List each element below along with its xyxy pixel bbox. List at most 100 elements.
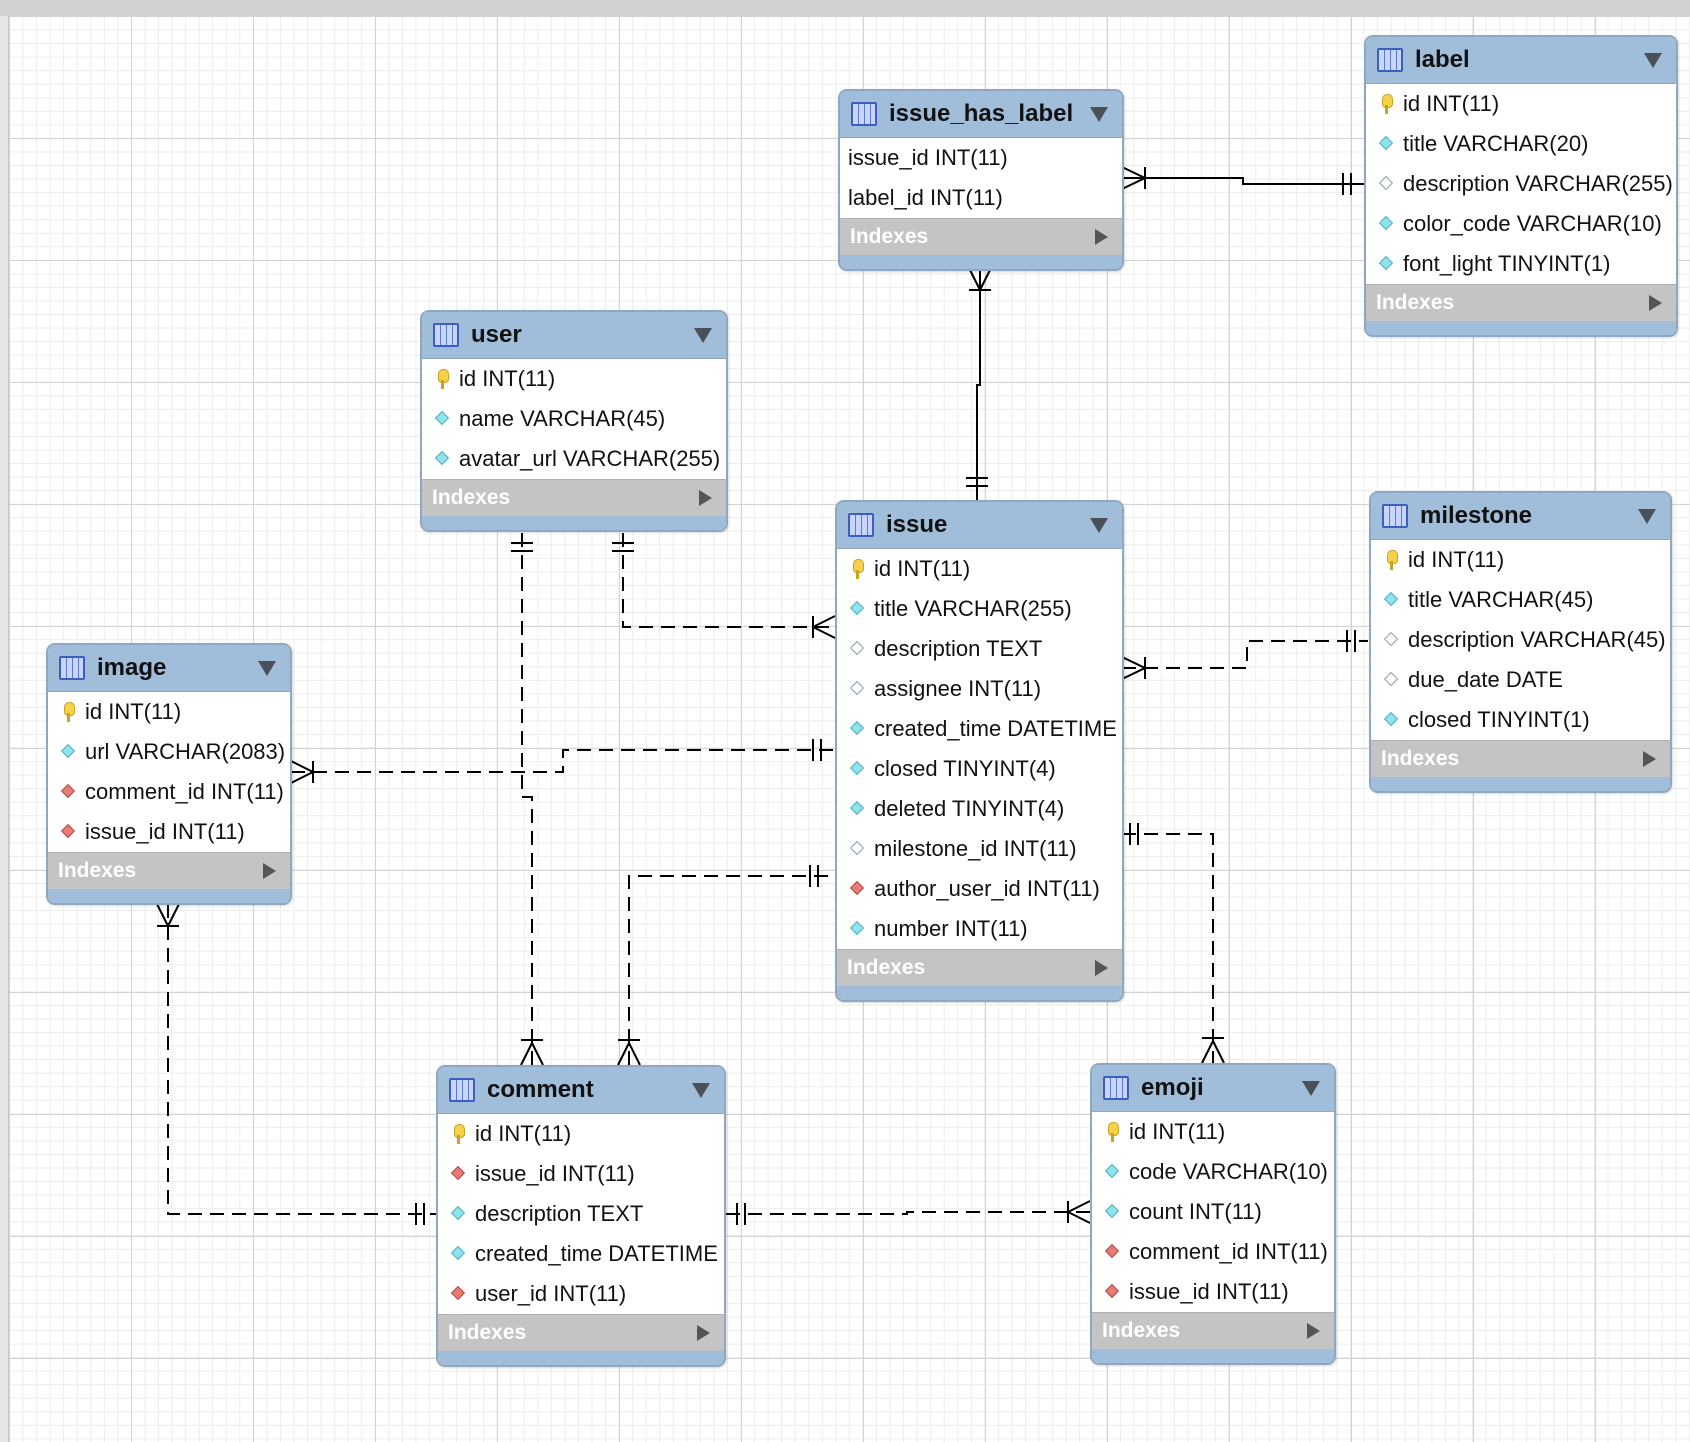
rel-image-comment[interactable] — [156, 903, 437, 1225]
indexes-section[interactable]: Indexes — [422, 479, 726, 516]
table-header[interactable]: issue_has_label — [840, 91, 1122, 138]
column-row[interactable]: closed TINYINT(4) — [837, 749, 1122, 789]
column-row[interactable]: user_id INT(11) — [438, 1274, 724, 1314]
column-row[interactable]: description VARCHAR(45) — [1371, 620, 1670, 660]
rel-image-issue[interactable] — [290, 739, 835, 784]
column-row[interactable]: title VARCHAR(45) — [1371, 580, 1670, 620]
column-icon — [850, 802, 864, 816]
column-row[interactable]: id INT(11) — [48, 692, 290, 732]
expand-arrow-icon[interactable] — [1643, 751, 1656, 767]
column-row[interactable]: name VARCHAR(45) — [422, 399, 726, 439]
table-header[interactable]: user — [422, 312, 726, 359]
column-row[interactable]: description TEXT — [837, 629, 1122, 669]
indexes-section[interactable]: Indexes — [438, 1314, 724, 1351]
table-header[interactable]: milestone — [1371, 493, 1670, 540]
column-row[interactable]: number INT(11) — [837, 909, 1122, 949]
column-row[interactable]: issue_id INT(11) — [840, 138, 1122, 178]
table-menu-toggle-icon[interactable] — [1090, 518, 1108, 533]
indexes-section[interactable]: Indexes — [48, 852, 290, 889]
column-label: deleted TINYINT(4) — [874, 796, 1065, 821]
column-row[interactable]: title VARCHAR(20) — [1366, 124, 1676, 164]
indexes-section[interactable]: Indexes — [837, 949, 1122, 986]
column-label: comment_id INT(11) — [85, 779, 284, 804]
table-menu-toggle-icon[interactable] — [1090, 107, 1108, 122]
expand-arrow-icon[interactable] — [1095, 960, 1108, 976]
column-row[interactable]: id INT(11) — [1366, 84, 1676, 124]
rel-emoji-issue[interactable] — [1122, 823, 1225, 1064]
indexes-section[interactable]: Indexes — [1366, 284, 1676, 321]
table-footer — [1092, 1349, 1334, 1363]
column-row[interactable]: description VARCHAR(255) — [1366, 164, 1676, 204]
expand-arrow-icon[interactable] — [263, 863, 276, 879]
table-menu-toggle-icon[interactable] — [694, 328, 712, 343]
column-row[interactable]: avatar_url VARCHAR(255) — [422, 439, 726, 479]
column-row[interactable]: font_light TINYINT(1) — [1366, 244, 1676, 284]
column-row[interactable]: count INT(11) — [1092, 1192, 1334, 1232]
indexes-section[interactable]: Indexes — [1371, 740, 1670, 777]
table-label[interactable]: label id INT(11)title VARCHAR(20)descrip… — [1364, 35, 1678, 337]
table-header[interactable]: image — [48, 645, 290, 692]
table-comment[interactable]: comment id INT(11)issue_id INT(11)descri… — [436, 1065, 726, 1367]
table-issue_has_label[interactable]: issue_has_label issue_id INT(11)label_id… — [838, 89, 1124, 271]
table-emoji[interactable]: emoji id INT(11)code VARCHAR(10)count IN… — [1090, 1063, 1336, 1365]
column-row[interactable]: label_id INT(11) — [840, 178, 1122, 218]
table-issue[interactable]: issue id INT(11)title VARCHAR(255)descri… — [835, 500, 1124, 1002]
expand-arrow-icon[interactable] — [697, 1325, 710, 1341]
table-icon — [1382, 504, 1408, 528]
column-row[interactable]: url VARCHAR(2083) — [48, 732, 290, 772]
column-row[interactable]: author_user_id INT(11) — [837, 869, 1122, 909]
table-menu-toggle-icon[interactable] — [1644, 53, 1662, 68]
column-row[interactable]: comment_id INT(11) — [48, 772, 290, 812]
column-row[interactable]: due_date DATE — [1371, 660, 1670, 700]
rel-issue_has_label-label[interactable] — [1121, 166, 1366, 195]
rel-issue_has_label-issue[interactable] — [966, 267, 992, 500]
column-row[interactable]: id INT(11) — [422, 359, 726, 399]
column-row[interactable]: issue_id INT(11) — [1092, 1272, 1334, 1312]
column-row[interactable]: deleted TINYINT(4) — [837, 789, 1122, 829]
column-row[interactable]: color_code VARCHAR(10) — [1366, 204, 1676, 244]
column-label: name VARCHAR(45) — [459, 406, 666, 431]
expand-arrow-icon[interactable] — [1307, 1323, 1320, 1339]
rel-comment-issue[interactable] — [617, 865, 835, 1066]
column-row[interactable]: created_time DATETIME — [438, 1234, 724, 1274]
column-row[interactable]: created_time DATETIME — [837, 709, 1122, 749]
column-row[interactable]: id INT(11) — [1371, 540, 1670, 580]
table-menu-toggle-icon[interactable] — [692, 1083, 710, 1098]
column-icon — [1105, 1205, 1119, 1219]
column-row[interactable]: id INT(11) — [438, 1114, 724, 1154]
table-header[interactable]: comment — [438, 1067, 724, 1114]
rel-comment-user[interactable] — [511, 533, 544, 1066]
column-row[interactable]: issue_id INT(11) — [48, 812, 290, 852]
column-row[interactable]: milestone_id INT(11) — [837, 829, 1122, 869]
column-row[interactable]: closed TINYINT(1) — [1371, 700, 1670, 740]
table-header[interactable]: issue — [837, 502, 1122, 549]
table-columns: id INT(11)title VARCHAR(45)description V… — [1371, 540, 1670, 740]
column-icon — [850, 922, 864, 936]
column-row[interactable]: description TEXT — [438, 1194, 724, 1234]
rel-emoji-comment[interactable] — [726, 1200, 1091, 1225]
table-menu-toggle-icon[interactable] — [1638, 509, 1656, 524]
table-menu-toggle-icon[interactable] — [258, 661, 276, 676]
table-image[interactable]: image id INT(11) url VARCHAR(2083) comment… — [46, 643, 292, 905]
table-header[interactable]: emoji — [1092, 1065, 1334, 1112]
indexes-label: Indexes — [1102, 1319, 1181, 1342]
indexes-section[interactable]: Indexes — [840, 218, 1122, 255]
expand-arrow-icon[interactable] — [699, 490, 712, 506]
column-row[interactable]: assignee INT(11) — [837, 669, 1122, 709]
rel-issue-milestone[interactable] — [1121, 630, 1368, 680]
column-row[interactable]: title VARCHAR(255) — [837, 589, 1122, 629]
indexes-section[interactable]: Indexes — [1092, 1312, 1334, 1349]
column-row[interactable]: id INT(11) — [837, 549, 1122, 589]
column-row[interactable]: comment_id INT(11) — [1092, 1232, 1334, 1272]
table-user[interactable]: user id INT(11) name VARCHAR(45) avatar_ur… — [420, 310, 728, 532]
rel-issue-user[interactable] — [612, 533, 836, 639]
column-row[interactable]: issue_id INT(11) — [438, 1154, 724, 1194]
table-header[interactable]: label — [1366, 37, 1676, 84]
column-label: url VARCHAR(2083) — [85, 739, 286, 764]
table-menu-toggle-icon[interactable] — [1302, 1081, 1320, 1096]
expand-arrow-icon[interactable] — [1649, 295, 1662, 311]
column-row[interactable]: code VARCHAR(10) — [1092, 1152, 1334, 1192]
column-row[interactable]: id INT(11) — [1092, 1112, 1334, 1152]
expand-arrow-icon[interactable] — [1095, 229, 1108, 245]
table-milestone[interactable]: milestone id INT(11)title VARCHAR(45)des… — [1369, 491, 1672, 793]
